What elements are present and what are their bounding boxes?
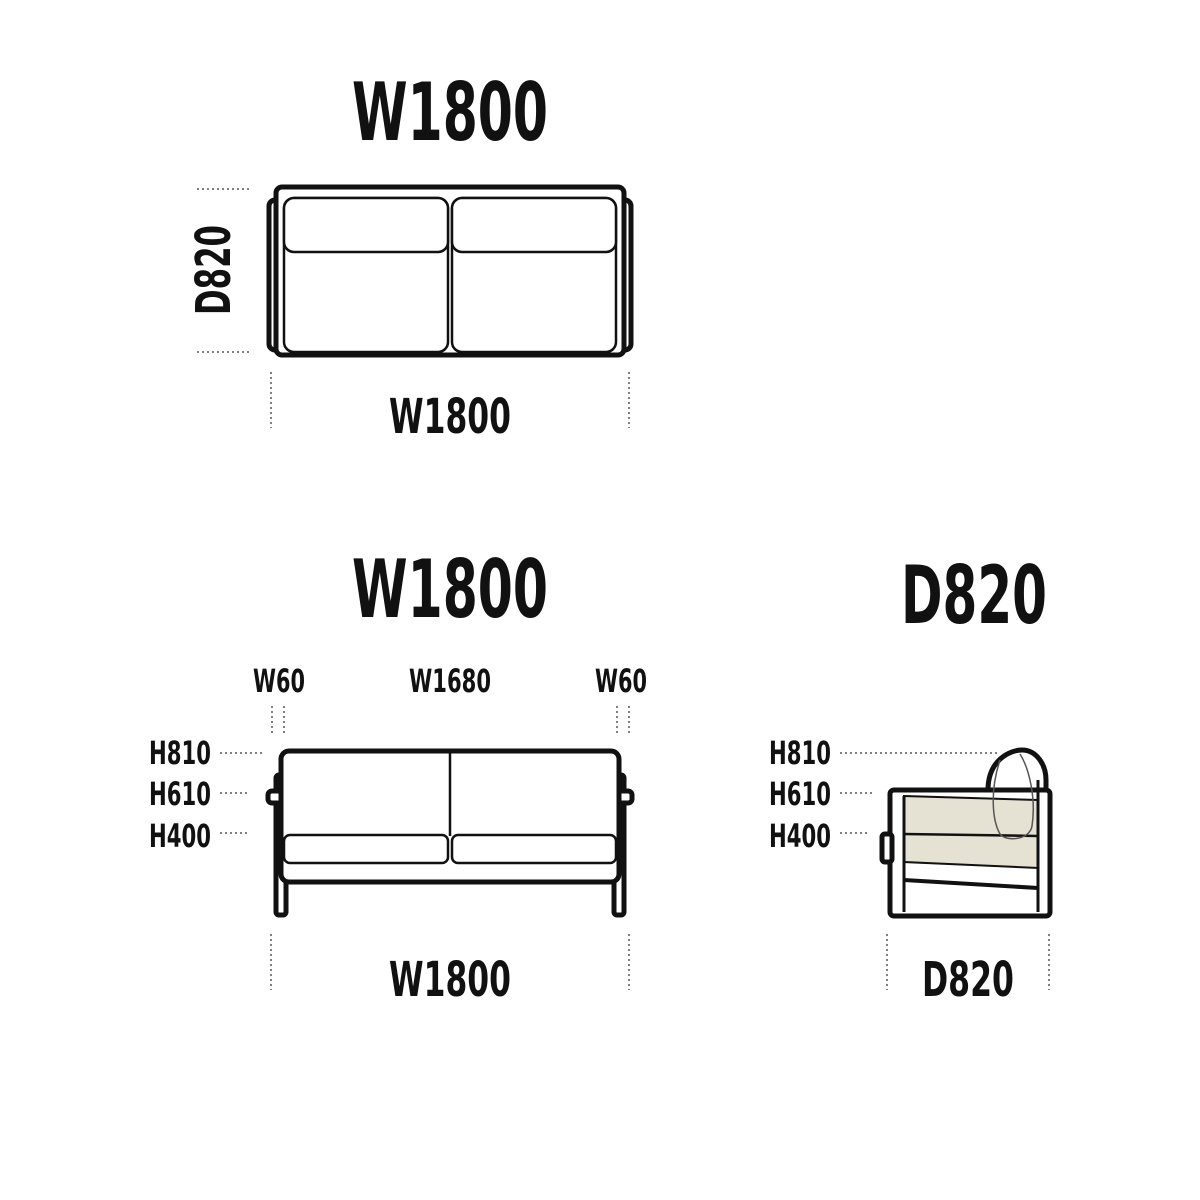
- side-height-back-label: H810: [769, 734, 831, 772]
- sofa-side-drawing: [879, 747, 1053, 919]
- side-view-depth-label: D820: [922, 952, 1014, 1008]
- sofa-top-drawing: [266, 184, 634, 358]
- side-lower-rail: [903, 878, 1039, 890]
- side-seat-line: [903, 832, 1039, 838]
- side-view: D820 H810 H610 H400: [769, 549, 1053, 1008]
- front-left-arm-label: W60: [253, 662, 305, 700]
- sofa-top-back-cushion-right: [450, 196, 618, 254]
- front-height-back-label: H810: [149, 734, 211, 772]
- side-height-seat-label: H400: [769, 817, 831, 855]
- side-view-title: D820: [901, 549, 1047, 642]
- sofa-top-back-cushion-left: [282, 196, 450, 254]
- side-panel: [903, 794, 1039, 870]
- front-view: W1800 W60 W1680 W60 H810 H610 H400: [149, 543, 647, 1008]
- side-back-cushion-contour: [992, 753, 1035, 840]
- top-view-width-label: W1800: [389, 389, 511, 445]
- front-view-width-label: W1800: [389, 952, 511, 1008]
- top-view: W1800 D820 W1800: [186, 66, 634, 445]
- side-arm-front-cap: [879, 831, 895, 865]
- front-right-arm-label: W60: [595, 662, 647, 700]
- front-height-arm-label: H610: [149, 775, 211, 813]
- front-seat-cushion-right: [450, 833, 618, 865]
- front-seat-width-label: W1680: [409, 662, 491, 700]
- front-view-title: W1800: [352, 543, 548, 636]
- side-height-arm-label: H610: [769, 775, 831, 813]
- front-seat-cushion-left: [282, 833, 450, 865]
- top-view-title: W1800: [352, 66, 548, 159]
- top-view-depth-label: D820: [186, 225, 242, 315]
- front-height-seat-label: H400: [149, 817, 211, 855]
- sofa-front-drawing: [265, 748, 635, 918]
